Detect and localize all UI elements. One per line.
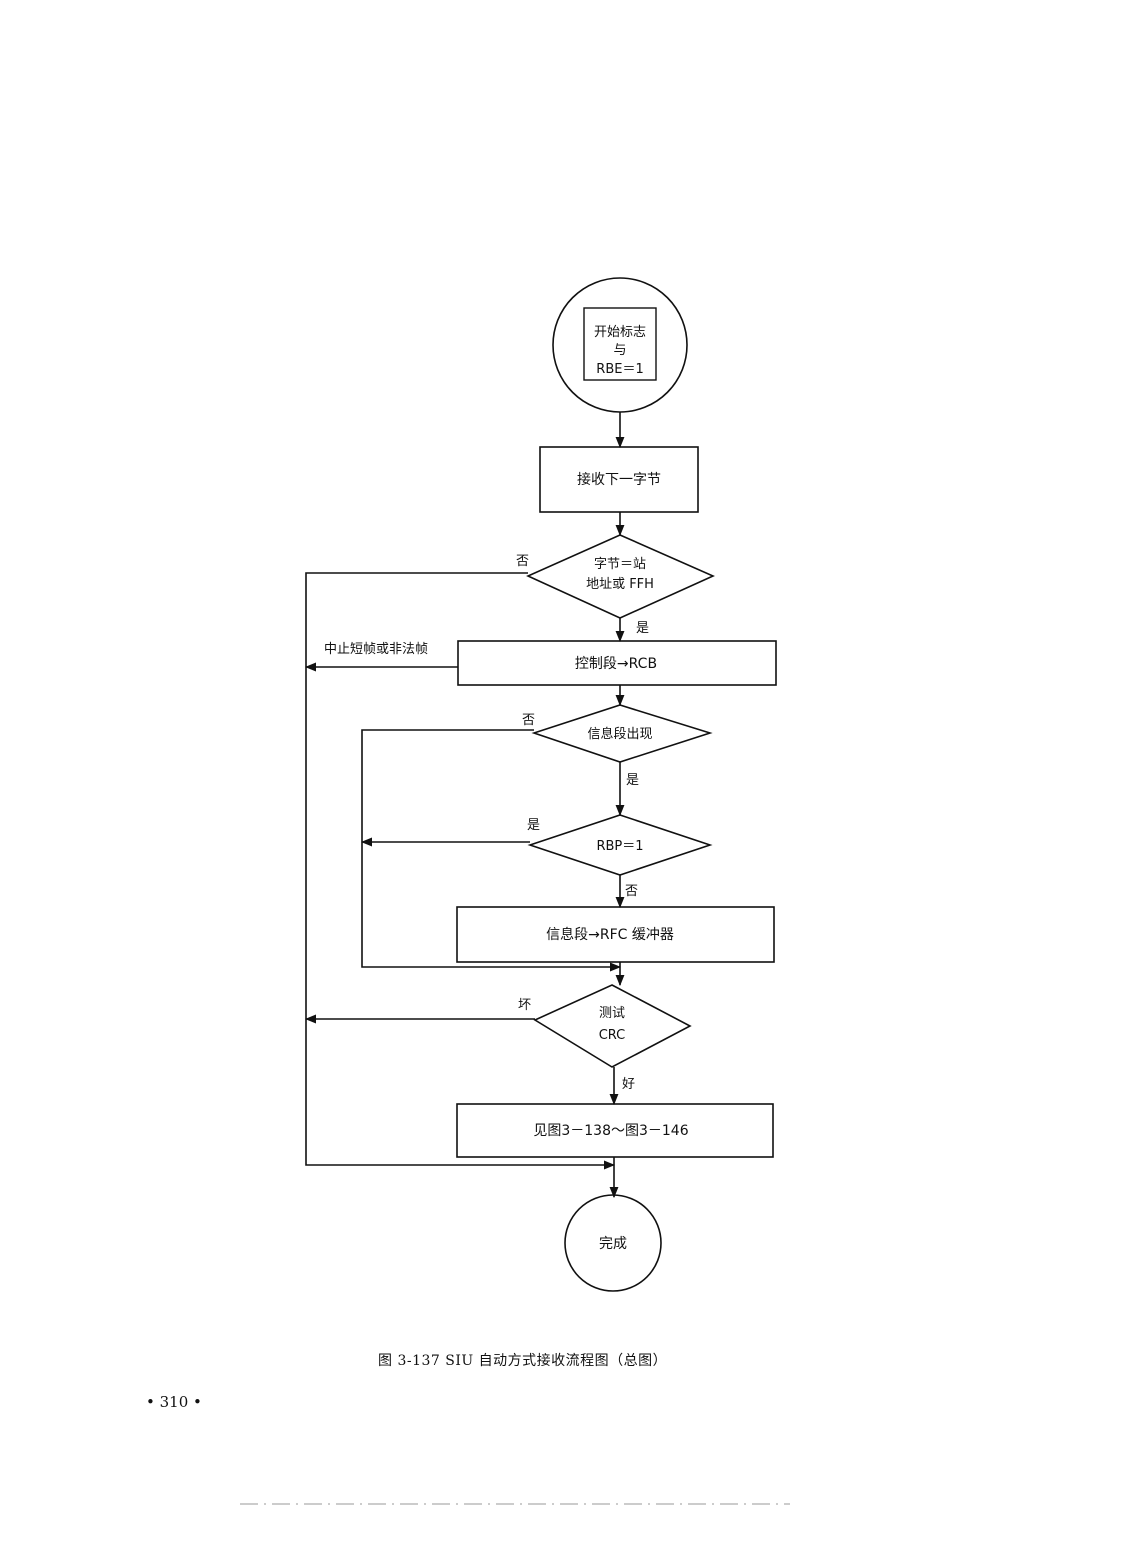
info-to-rfc-box [456, 906, 775, 963]
start-label-line1: 开始标志 [594, 325, 646, 340]
crc-test-line2: CRC [599, 1028, 626, 1043]
edge-label-info-yes: 是 [626, 773, 639, 788]
edge-label-abort: 中止短帧或非法帧 [324, 642, 428, 657]
info-to-rfc-label: 信息段→RFC 缓冲器 [546, 926, 674, 943]
control-to-rcb-box [457, 640, 777, 686]
edge-label-info-no: 否 [522, 713, 535, 728]
page-number: • 310 • [146, 1393, 202, 1411]
edge-label-address-yes: 是 [636, 621, 649, 636]
edge-label-address-no: 否 [516, 554, 529, 569]
receive-byte-box [539, 446, 699, 513]
edge-label-crc-bad: 坏 [518, 998, 531, 1013]
address-check-line1: 字节＝站 [594, 557, 646, 572]
start-inner-box [583, 307, 657, 381]
edge-info-no-loop [361, 729, 622, 972]
edge-label-rbp-no: 否 [625, 884, 638, 899]
end-label: 完成 [599, 1236, 627, 1252]
end-terminator [564, 1194, 662, 1292]
figure-caption: 图 3-137 SIU 自动方式接收流程图（总图） [378, 1353, 668, 1369]
info-present-label: 信息段出现 [587, 726, 652, 742]
crc-test-decision [533, 984, 692, 1068]
control-to-rcb-label: 控制段→RCB [575, 656, 657, 672]
receive-byte-label: 接收下一字节 [577, 471, 661, 488]
start-label-line2: 与 [613, 343, 626, 358]
see-figures-box [456, 1103, 774, 1158]
edge-address-no-loop [305, 572, 616, 1170]
start-label-line3: RBE＝1 [596, 362, 643, 377]
rbp-check-label: RBP＝1 [596, 839, 643, 854]
address-check-line2: 地址或 FFH [586, 577, 654, 592]
edge-label-crc-good: 好 [622, 1077, 635, 1092]
edge-label-rbp-yes: 是 [527, 818, 540, 833]
see-figures-label: 见图3－138～图3－146 [533, 1123, 688, 1139]
crc-test-line1: 测试 [599, 1006, 625, 1021]
